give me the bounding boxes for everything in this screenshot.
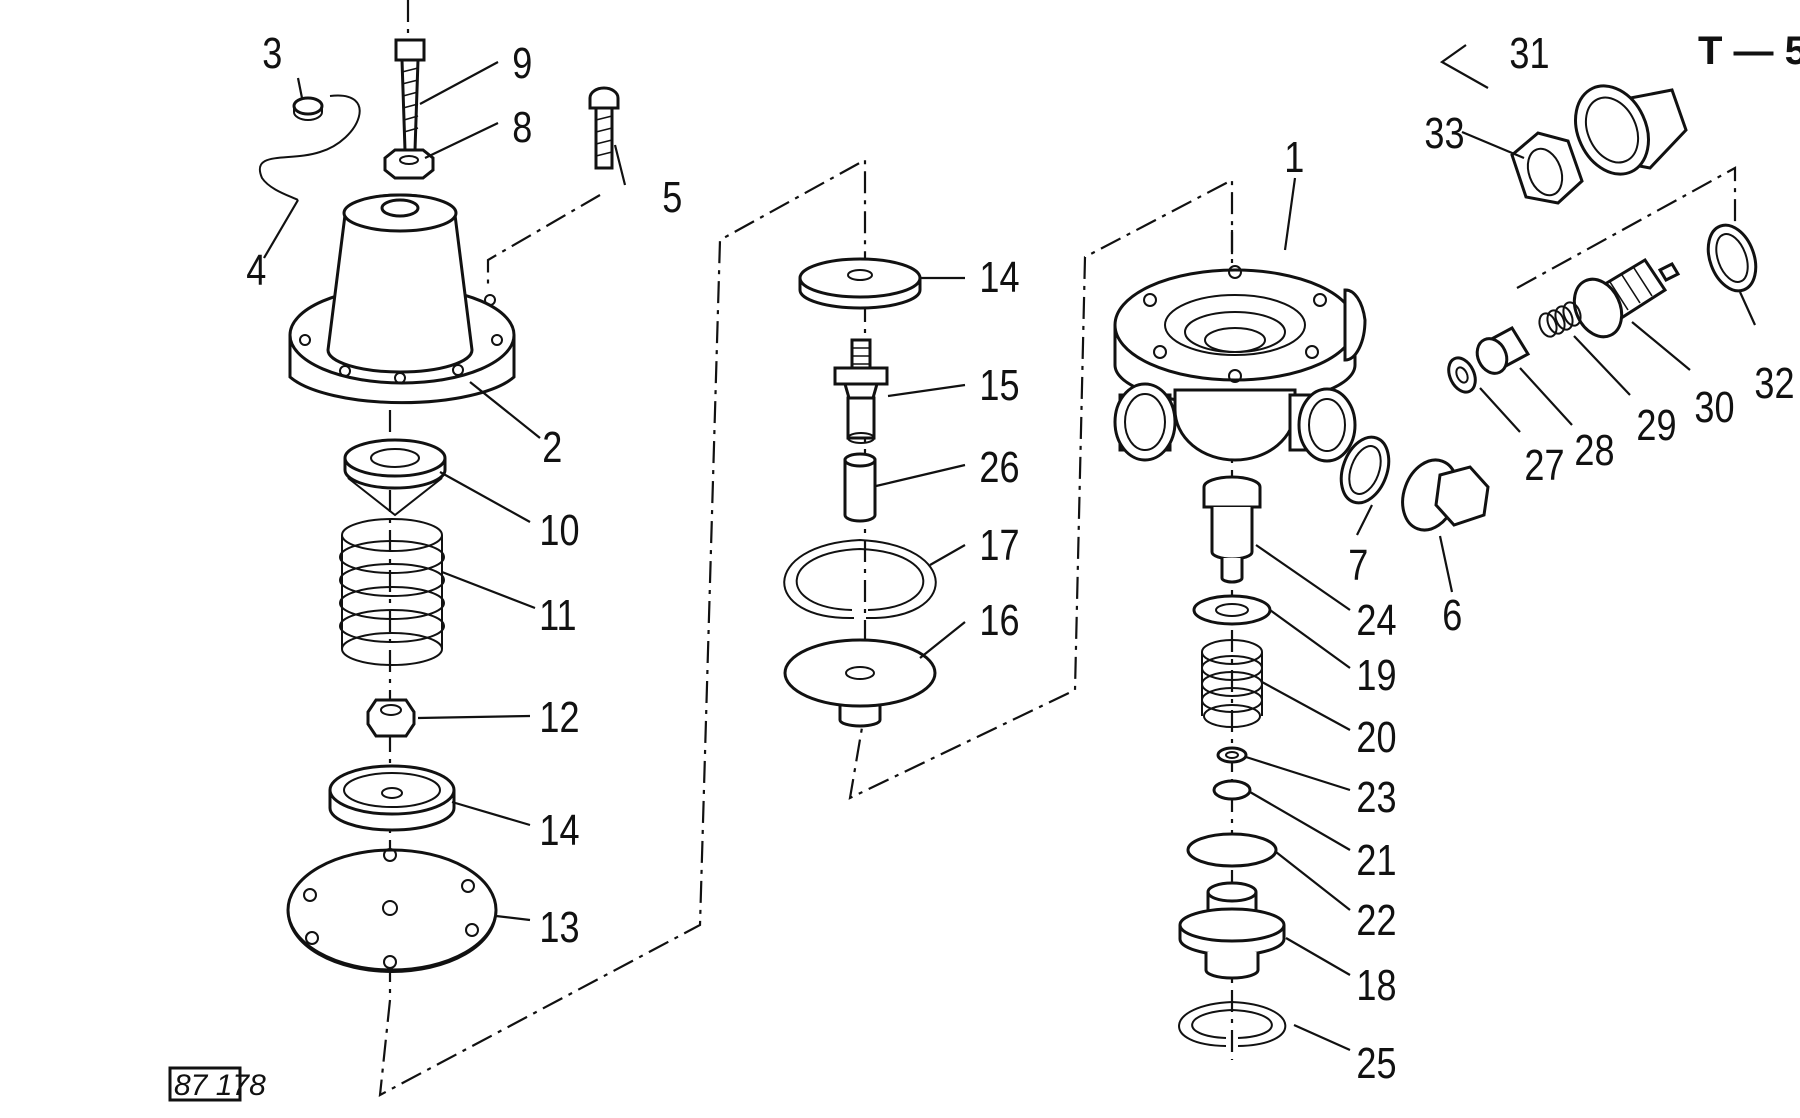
part-30-adapter — [1572, 257, 1681, 339]
part-10-spring-seat — [343, 438, 447, 517]
callout-16: 16 — [979, 596, 1019, 645]
part-13-diaphragm — [286, 848, 498, 973]
callout-labels: 1 2 3 4 5 6 7 8 9 10 11 12 13 14 14 15 1… — [246, 29, 1794, 1088]
callout-24: 24 — [1356, 596, 1396, 645]
part-32-seal-ring — [1706, 223, 1758, 293]
part-28-check-piston — [1475, 326, 1531, 375]
callout-33: 33 — [1424, 109, 1464, 158]
part-27-valve-disc — [1447, 356, 1477, 394]
callout-26: 26 — [979, 443, 1019, 492]
callout-7: 7 — [1348, 541, 1368, 590]
callout-14-middle: 14 — [979, 253, 1019, 302]
part-3-plug — [292, 96, 324, 121]
part-5-screw — [588, 86, 620, 170]
callout-32: 32 — [1754, 359, 1794, 408]
callout-17: 17 — [979, 521, 1019, 570]
part-19-washer — [1192, 594, 1272, 626]
callout-12: 12 — [539, 693, 579, 742]
callout-20: 20 — [1356, 713, 1396, 762]
part-24-plunger — [1202, 475, 1262, 584]
sheet-id: T — 55 — [1698, 29, 1800, 73]
part-1-valve-body — [1113, 265, 1367, 463]
part-33-nut — [1510, 131, 1584, 205]
callout-22: 22 — [1356, 896, 1396, 945]
callout-27: 27 — [1524, 441, 1564, 490]
part-6-plug — [1401, 458, 1490, 532]
callout-6: 6 — [1442, 591, 1462, 640]
part-21-o-ring — [1212, 779, 1252, 801]
callout-10: 10 — [539, 506, 579, 555]
part-29-spring — [1538, 301, 1582, 338]
callout-8: 8 — [512, 103, 532, 152]
part-2-cover-cap — [288, 193, 516, 405]
figure-number: 87 178 — [174, 1069, 266, 1102]
part-15-valve-stem — [833, 338, 889, 444]
part-22-o-ring — [1186, 832, 1278, 868]
figure-number-box: 87 178 — [168, 1066, 266, 1102]
callout-13: 13 — [539, 903, 579, 952]
callout-2: 2 — [542, 423, 562, 472]
part-9-bolt — [394, 38, 426, 152]
part-26-sleeve — [843, 452, 877, 523]
part-8-nut — [383, 148, 435, 180]
callout-15: 15 — [979, 361, 1019, 410]
part-7-seal-ring — [1339, 435, 1391, 505]
part-17-snap-ring — [783, 538, 937, 620]
part-16-disc — [783, 638, 937, 728]
callout-4: 4 — [246, 246, 266, 295]
callout-28: 28 — [1574, 426, 1614, 475]
callout-30: 30 — [1694, 383, 1734, 432]
callout-3: 3 — [262, 29, 282, 78]
callout-11: 11 — [539, 591, 576, 640]
callout-29: 29 — [1636, 401, 1676, 450]
callout-19: 19 — [1356, 651, 1396, 700]
part-25-snap-ring — [1178, 1000, 1287, 1047]
part-20-spring — [1201, 639, 1263, 728]
callout-14-left: 14 — [539, 806, 579, 855]
callout-5: 5 — [662, 173, 682, 222]
callout-31: 31 — [1509, 29, 1549, 78]
part-14-plate-middle — [798, 257, 922, 310]
callout-21: 21 — [1356, 836, 1396, 885]
part-4-wire — [258, 94, 361, 201]
part-14-plate-left — [328, 764, 456, 832]
part-18-valve-seat — [1178, 881, 1286, 980]
callout-23: 23 — [1356, 773, 1396, 822]
part-12-nut — [366, 698, 416, 738]
leader-lines — [263, 44, 1757, 1052]
part-31-cap — [1574, 84, 1688, 176]
callout-18: 18 — [1356, 961, 1396, 1010]
callout-9: 9 — [512, 39, 532, 88]
callout-1: 1 — [1284, 133, 1304, 182]
part-23-small-washer — [1216, 746, 1248, 764]
part-11-spring — [339, 518, 445, 666]
callout-25: 25 — [1356, 1039, 1396, 1088]
